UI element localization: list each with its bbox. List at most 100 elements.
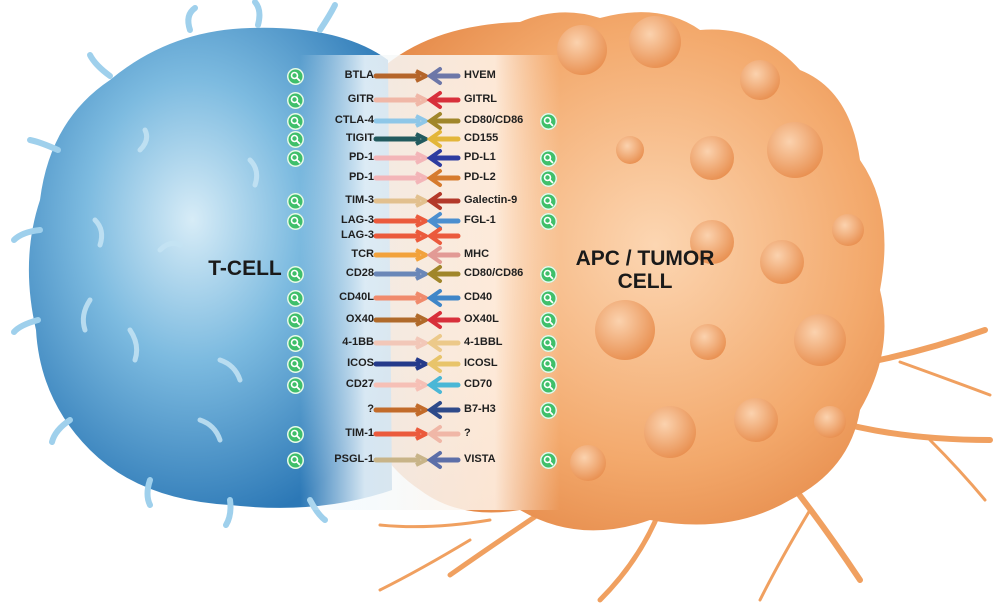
zoom-button-receptor[interactable]: [287, 213, 304, 230]
ligand-label: FGL-1: [464, 214, 496, 226]
ligand-fork: [426, 376, 442, 394]
zoom-button-receptor[interactable]: [287, 68, 304, 85]
magnifier-icon: [543, 359, 554, 370]
ligand-label: CD70: [464, 378, 493, 390]
receptor-pair-glyph: [373, 192, 461, 210]
zoom-button-receptor[interactable]: [287, 312, 304, 329]
ligand-label: VISTA: [464, 453, 496, 465]
magnifier-icon: [543, 116, 554, 127]
receptor-label: ?: [367, 403, 374, 415]
magnifier-icon: [290, 380, 301, 391]
receptor-head: [415, 357, 428, 371]
magnifier-icon: [543, 338, 554, 349]
ligand-fork: [426, 91, 442, 109]
magnifier-icon: [543, 293, 554, 304]
ligand-fork: [426, 289, 442, 307]
t-cell-texture: [80, 127, 260, 443]
ligand-fork: [426, 401, 442, 419]
magnifier-icon: [290, 359, 301, 370]
magnifier-icon: [543, 196, 554, 207]
receptor-label: PD-1: [348, 151, 374, 163]
ligand-fork: [426, 355, 442, 373]
magnifier-icon: [290, 338, 301, 349]
ligand-label: PD-L1: [464, 151, 496, 163]
receptor-pair-glyph: [373, 149, 461, 167]
zoom-button-receptor[interactable]: [287, 290, 304, 307]
zoom-button-ligand[interactable]: [540, 335, 557, 352]
receptor-pair-glyph: [373, 212, 461, 230]
zoom-button-receptor[interactable]: [287, 266, 304, 283]
ligand-label: CD80/CD86: [464, 267, 524, 279]
receptor-label: 4-1BB: [342, 336, 374, 348]
magnifier-icon: [290, 71, 301, 82]
zoom-button-receptor[interactable]: [287, 193, 304, 210]
zoom-button-ligand[interactable]: [540, 193, 557, 210]
zoom-button-ligand[interactable]: [540, 150, 557, 167]
magnifier-icon: [290, 216, 301, 227]
receptor-head: [415, 151, 428, 165]
magnifier-icon: [290, 429, 301, 440]
zoom-button-ligand[interactable]: [540, 213, 557, 230]
zoom-button-ligand[interactable]: [540, 170, 557, 187]
receptor-label: PSGL-1: [334, 453, 374, 465]
zoom-button-ligand[interactable]: [540, 377, 557, 394]
receptor-pair-glyph: [373, 311, 461, 329]
ligand-label: CD40: [464, 291, 493, 303]
zoom-button-receptor[interactable]: [287, 452, 304, 469]
receptor-head: [415, 114, 428, 128]
zoom-button-ligand[interactable]: [540, 452, 557, 469]
zoom-button-receptor[interactable]: [287, 150, 304, 167]
receptor-layer: [373, 67, 461, 469]
receptor-head: [415, 291, 428, 305]
receptor-label: CTLA-4: [334, 114, 374, 126]
magnifier-icon: [290, 134, 301, 145]
zoom-button-receptor[interactable]: [287, 426, 304, 443]
zoom-button-ligand[interactable]: [540, 113, 557, 130]
ligand-fork: [426, 265, 442, 283]
receptor-head: [415, 378, 428, 392]
receptor-head: [415, 132, 428, 146]
t-cell-label: T-CELL: [208, 257, 282, 280]
ligand-label: ICOSL: [464, 357, 498, 369]
ligand-fork: [426, 149, 442, 167]
magnifier-icon: [290, 116, 301, 127]
receptor-pair-glyph: [373, 401, 461, 419]
receptor-pair-glyph: [373, 355, 461, 373]
ligand-fork: [426, 227, 442, 245]
zoom-button-receptor[interactable]: [287, 335, 304, 352]
zoom-button-ligand[interactable]: [540, 266, 557, 283]
receptor-label: TIM-1: [345, 427, 374, 439]
magnifier-icon: [543, 269, 554, 280]
receptor-label: LAG-3: [341, 229, 374, 241]
ligand-fork: [426, 246, 442, 264]
receptor-label: TIGIT: [345, 132, 374, 144]
receptor-label: CD28: [345, 267, 374, 279]
receptor-pair-glyph: [373, 289, 461, 307]
zoom-button-ligand[interactable]: [540, 312, 557, 329]
zoom-button-receptor[interactable]: [287, 131, 304, 148]
zoom-button-receptor[interactable]: [287, 113, 304, 130]
ligand-fork: [426, 112, 442, 130]
zoom-button-receptor[interactable]: [287, 377, 304, 394]
receptor-label: OX40: [345, 313, 374, 325]
zoom-button-receptor[interactable]: [287, 356, 304, 373]
magnifier-icon: [543, 455, 554, 466]
zoom-button-ligand[interactable]: [540, 356, 557, 373]
receptor-pair-glyph: [373, 130, 461, 148]
zoom-button-receptor[interactable]: [287, 92, 304, 109]
ligand-label: B7-H3: [464, 403, 496, 415]
zoom-button-ligand[interactable]: [540, 290, 557, 307]
receptor-pair-glyph: [373, 334, 461, 352]
ligand-fork: [426, 334, 442, 352]
receptor-label: PD-1: [348, 171, 374, 183]
t-cell-microvilli: [11, 0, 338, 528]
receptor-head: [415, 336, 428, 350]
zoom-button-ligand[interactable]: [540, 402, 557, 419]
magnifier-icon: [543, 216, 554, 227]
receptor-pair-glyph: [373, 67, 461, 85]
ligand-label: ?: [464, 427, 471, 439]
ligand-label: OX40L: [464, 313, 499, 325]
apc-tumor-cell-label: APC / TUMOR CELL: [575, 247, 715, 293]
receptor-head: [415, 69, 428, 83]
receptor-pair-glyph: [373, 376, 461, 394]
